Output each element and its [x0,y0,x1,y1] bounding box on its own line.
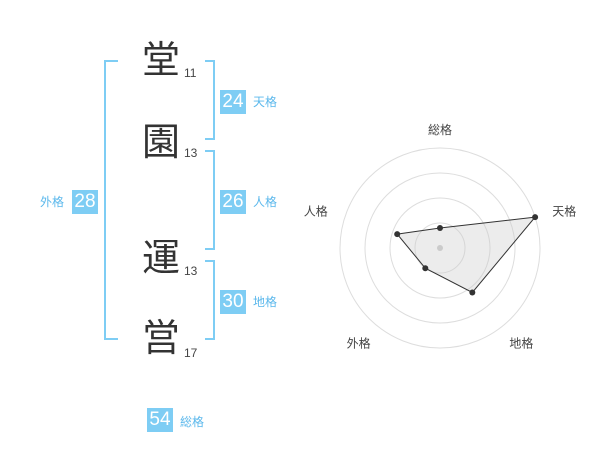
radar-axis-label-0: 総格 [428,122,452,137]
radar-ring-4 [339,147,541,349]
bracket-jinkaku [205,150,215,250]
chikaku-label: 地格 [253,295,278,309]
radar-ring-3 [364,172,516,324]
bracket-chikaku [205,260,215,340]
name-char-3: 運 [141,236,180,280]
radar-point-1 [532,214,539,221]
radar-ring-1 [414,222,466,274]
stroke-count-2: 13 [184,146,198,160]
radar-points [394,214,539,296]
radar-axis-label-4: 人格 [304,204,328,219]
radar-axis-label-3: 外格 [347,335,371,350]
gaikaku-badge: 28 [72,190,98,214]
radar-center-dot [437,245,443,251]
name-char-4: 営 [141,316,180,360]
name-char-1: 堂 [141,38,180,82]
bracket-gaikaku [104,60,118,340]
name-char-2: 園 [141,120,180,164]
soukaku-badge: 54 [147,408,173,432]
stroke-count-1: 11 [184,66,197,80]
tenkaku-badge: 24 [220,90,246,114]
radar-point-2 [469,289,476,296]
bracket-tenkaku [205,60,215,140]
radar-polygon [396,216,537,294]
radar-axis-label-1: 天格 [552,204,576,219]
radar-point-0 [437,225,443,231]
stroke-count-4: 17 [184,346,198,360]
radar-area [396,216,537,294]
radar-rings [339,147,541,349]
radar-ring-2 [389,197,491,299]
radar-point-4 [394,231,401,238]
chikaku-badge: 30 [220,290,246,314]
gaikaku-label: 外格 [40,195,65,209]
jinkaku-label: 人格 [253,195,278,209]
tenkaku-label: 天格 [253,95,278,109]
jinkaku-badge: 26 [220,190,246,214]
radar-axis-label-2: 地格 [509,335,533,350]
radar-point-3 [422,265,429,272]
soukaku-label: 総格 [180,415,205,429]
stroke-count-3: 13 [184,264,198,278]
